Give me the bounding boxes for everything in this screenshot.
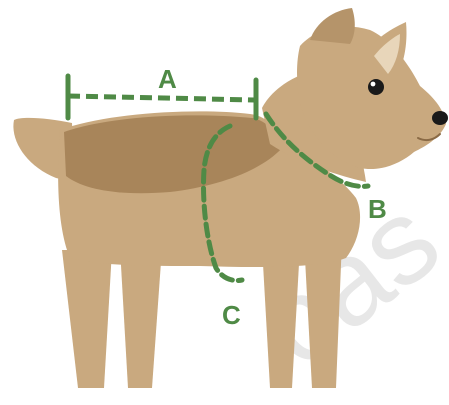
measurement-c-label: C [222,300,241,330]
dog-front-leg-left [262,246,300,388]
measurement-a-label: A [158,64,177,94]
measurement-b-label: B [368,194,387,224]
dog-ear-left [310,8,355,44]
measurement-a-line [68,96,256,100]
dog-nose [432,111,448,125]
dog-eye [368,79,384,95]
dog-back-leg-right [120,248,162,388]
measurement-a: A [68,64,256,118]
dog-back-leg-left [62,250,112,388]
dog-eye-highlight [371,82,376,87]
